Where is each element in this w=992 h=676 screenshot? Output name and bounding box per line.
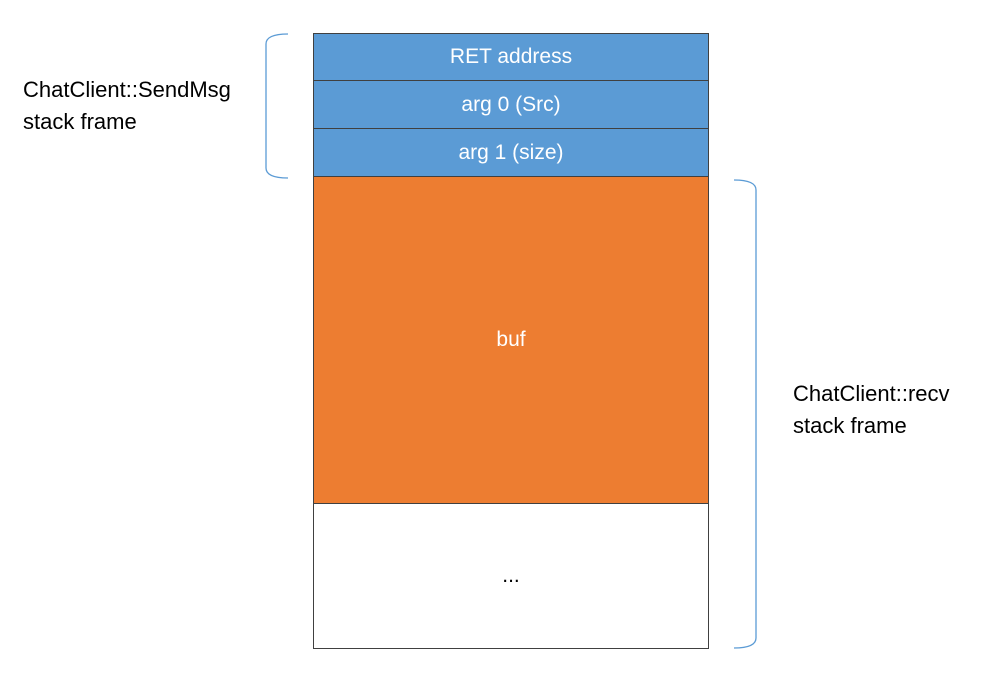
sendmsg-frame-label: ChatClient::SendMsg stack frame xyxy=(23,74,231,138)
stack-cell-label: buf xyxy=(496,328,526,351)
sendmsg-frame-brace xyxy=(265,33,289,179)
recv-frame-title: ChatClient::recv xyxy=(793,381,950,406)
stack-diagram: RET address arg 0 (Src) arg 1 (size) buf… xyxy=(313,33,709,649)
stack-cell-ellipsis: ... xyxy=(313,503,709,649)
recv-frame-subtitle: stack frame xyxy=(793,413,907,438)
sendmsg-frame-title: ChatClient::SendMsg xyxy=(23,77,231,102)
stack-cell-label: arg 1 (size) xyxy=(458,140,564,164)
sendmsg-frame-subtitle: stack frame xyxy=(23,109,137,134)
stack-cell-buf: buf xyxy=(313,176,709,504)
stack-cell-ret-address: RET address xyxy=(313,33,709,81)
recv-frame-label: ChatClient::recv stack frame xyxy=(793,378,950,442)
stack-cell-label: ... xyxy=(502,564,520,587)
stack-cell-label: RET address xyxy=(449,45,573,68)
recv-frame-brace xyxy=(733,179,757,649)
stack-cell-arg1: arg 1 (size) xyxy=(313,128,709,177)
stack-cell-arg0: arg 0 (Src) xyxy=(313,80,709,129)
stack-cell-label: arg 0 (Src) xyxy=(461,92,561,116)
